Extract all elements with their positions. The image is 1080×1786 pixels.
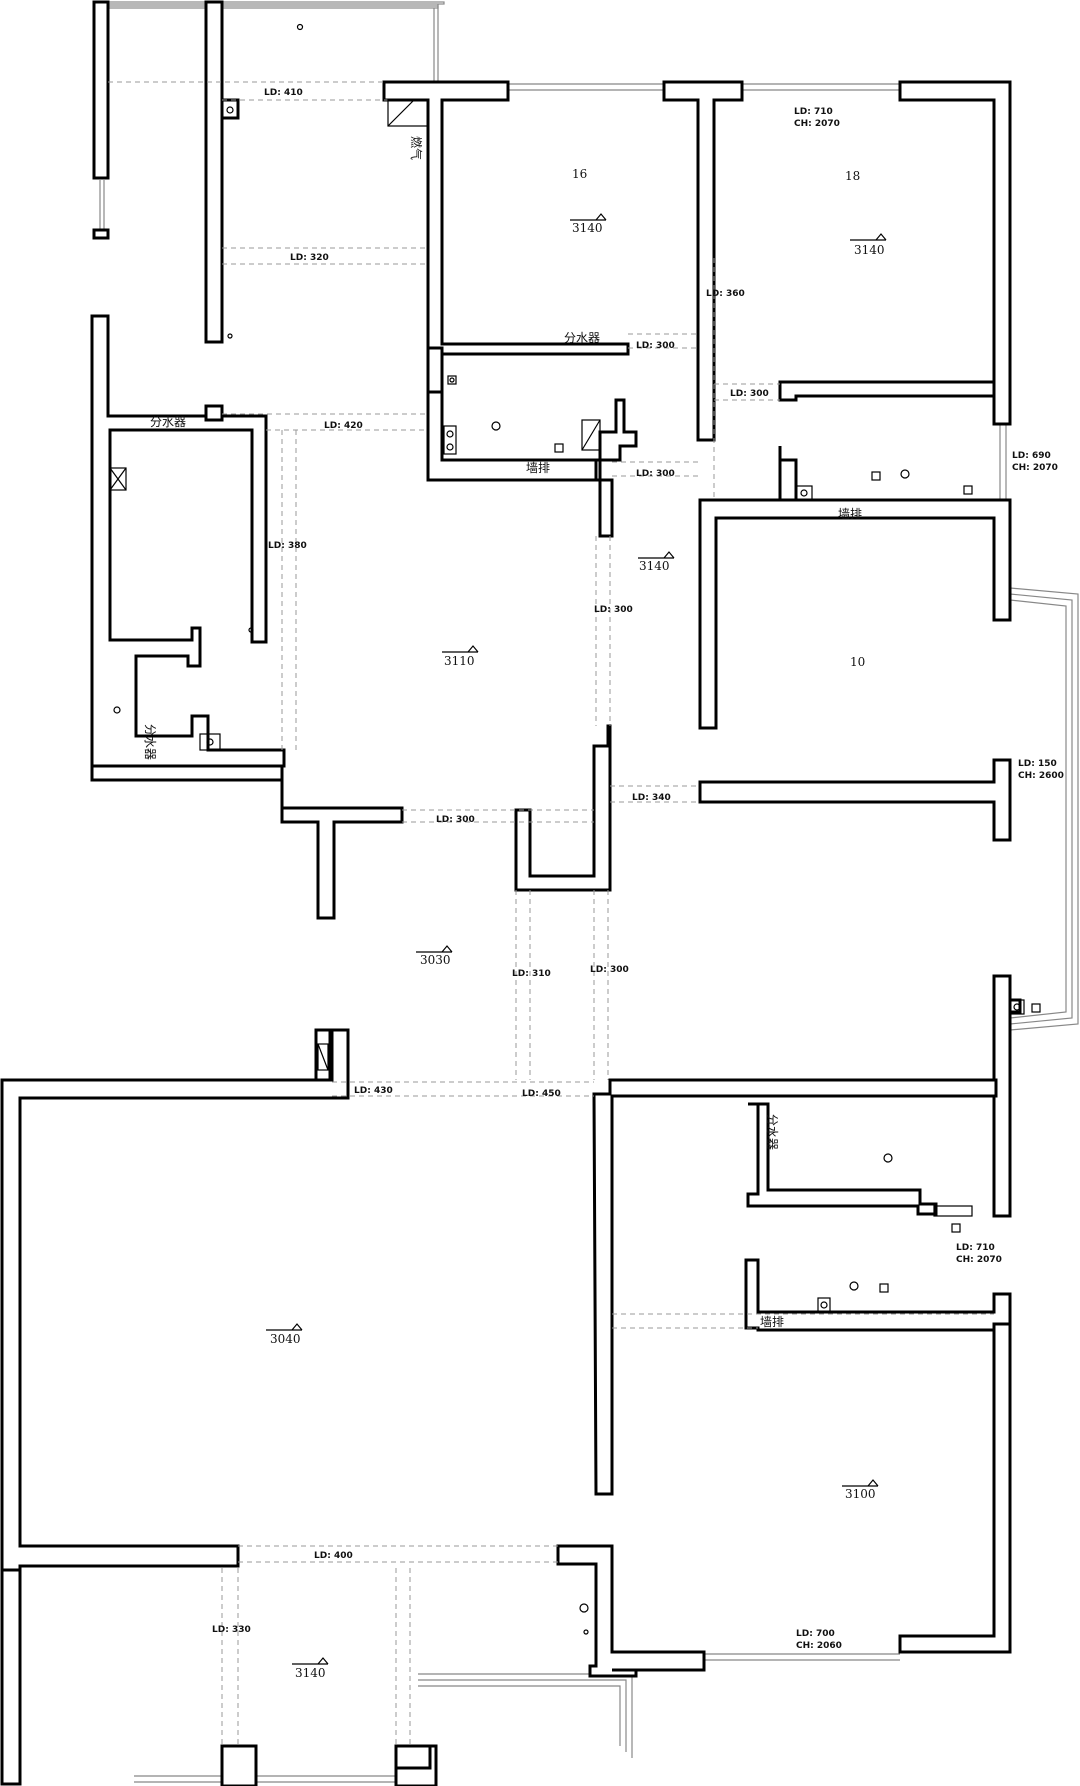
dimension-label: LD: 300 xyxy=(594,605,633,615)
dimension-label: CH: 2600 xyxy=(1018,771,1064,781)
dimension-label: LD: 430 xyxy=(354,1086,393,1096)
dimension-label: LD: 300 xyxy=(636,341,675,351)
elevation-value: 3100 xyxy=(845,1487,876,1501)
outlet-marker xyxy=(447,375,457,385)
elevation-value: 3110 xyxy=(444,654,475,668)
dimension-label: LD: 400 xyxy=(314,1551,353,1561)
manifold-label: 分水器 xyxy=(564,331,600,345)
room-label: 18 xyxy=(845,169,860,183)
dimension-label: LD: 300 xyxy=(590,965,629,975)
elevation-value: 3040 xyxy=(270,1332,301,1346)
dimension-label: LD: 150 xyxy=(1018,759,1057,769)
dimension-label: LD: 360 xyxy=(706,289,745,299)
manifold-label: 分水器 xyxy=(143,724,157,760)
dimension-label: LD: 710 xyxy=(794,107,833,117)
dimension-label: LD: 700 xyxy=(796,1629,835,1639)
elevation-glyphs xyxy=(266,213,887,1665)
elevation-value: 3140 xyxy=(854,243,885,257)
dimension-label: CH: 2070 xyxy=(956,1255,1002,1265)
walls xyxy=(0,0,1022,1786)
dimension-label: LD: 410 xyxy=(264,88,303,98)
drain-marker xyxy=(227,333,233,339)
manifold-label: 分水器 xyxy=(150,415,186,429)
windows xyxy=(99,1,1079,1783)
dimension-label: LD: 300 xyxy=(636,469,675,479)
pipe-marker xyxy=(226,106,234,114)
wall-drain-label: 墙排 xyxy=(838,507,862,521)
elevation-value: 3030 xyxy=(420,953,451,967)
room-label: 16 xyxy=(572,167,587,181)
dimension-label: CH: 2060 xyxy=(796,1641,842,1651)
manifold-label: 分水器 xyxy=(765,1114,779,1150)
dimension-label: LD: 690 xyxy=(1012,451,1051,461)
dimension-label: LD: 310 xyxy=(512,969,551,979)
wall-drain-label: 墙排 xyxy=(526,461,550,475)
drain-marker xyxy=(296,23,304,31)
gas-label: 燃气 xyxy=(409,136,424,160)
fixture-symbols xyxy=(109,23,1041,1635)
stove-marker xyxy=(109,467,127,491)
dimension-label: CH: 2070 xyxy=(794,119,840,129)
room-label: 10 xyxy=(850,655,865,669)
dimension-label: LD: 300 xyxy=(436,815,475,825)
floor-drain-marker xyxy=(900,469,910,479)
dimension-label: LD: 710 xyxy=(956,1243,995,1253)
dimension-label: LD: 380 xyxy=(268,541,307,551)
dimension-label: LD: 420 xyxy=(324,421,363,431)
wall-drain-label: 墙排 xyxy=(760,1315,784,1329)
elevation-value: 3140 xyxy=(639,559,670,573)
dimension-lines xyxy=(108,81,994,1746)
dimension-label: LD: 320 xyxy=(290,253,329,263)
floor-drain-marker xyxy=(491,421,501,431)
dimension-label: LD: 340 xyxy=(632,793,671,803)
dimension-label: LD: 330 xyxy=(212,1625,251,1635)
floor-drain-marker xyxy=(883,1153,893,1163)
elevation-value: 3140 xyxy=(295,1666,326,1680)
dimension-label: LD: 300 xyxy=(730,389,769,399)
dimension-label: CH: 2070 xyxy=(1012,463,1058,473)
elevation-value: 3140 xyxy=(572,221,603,235)
dimension-label: LD: 450 xyxy=(522,1089,561,1099)
